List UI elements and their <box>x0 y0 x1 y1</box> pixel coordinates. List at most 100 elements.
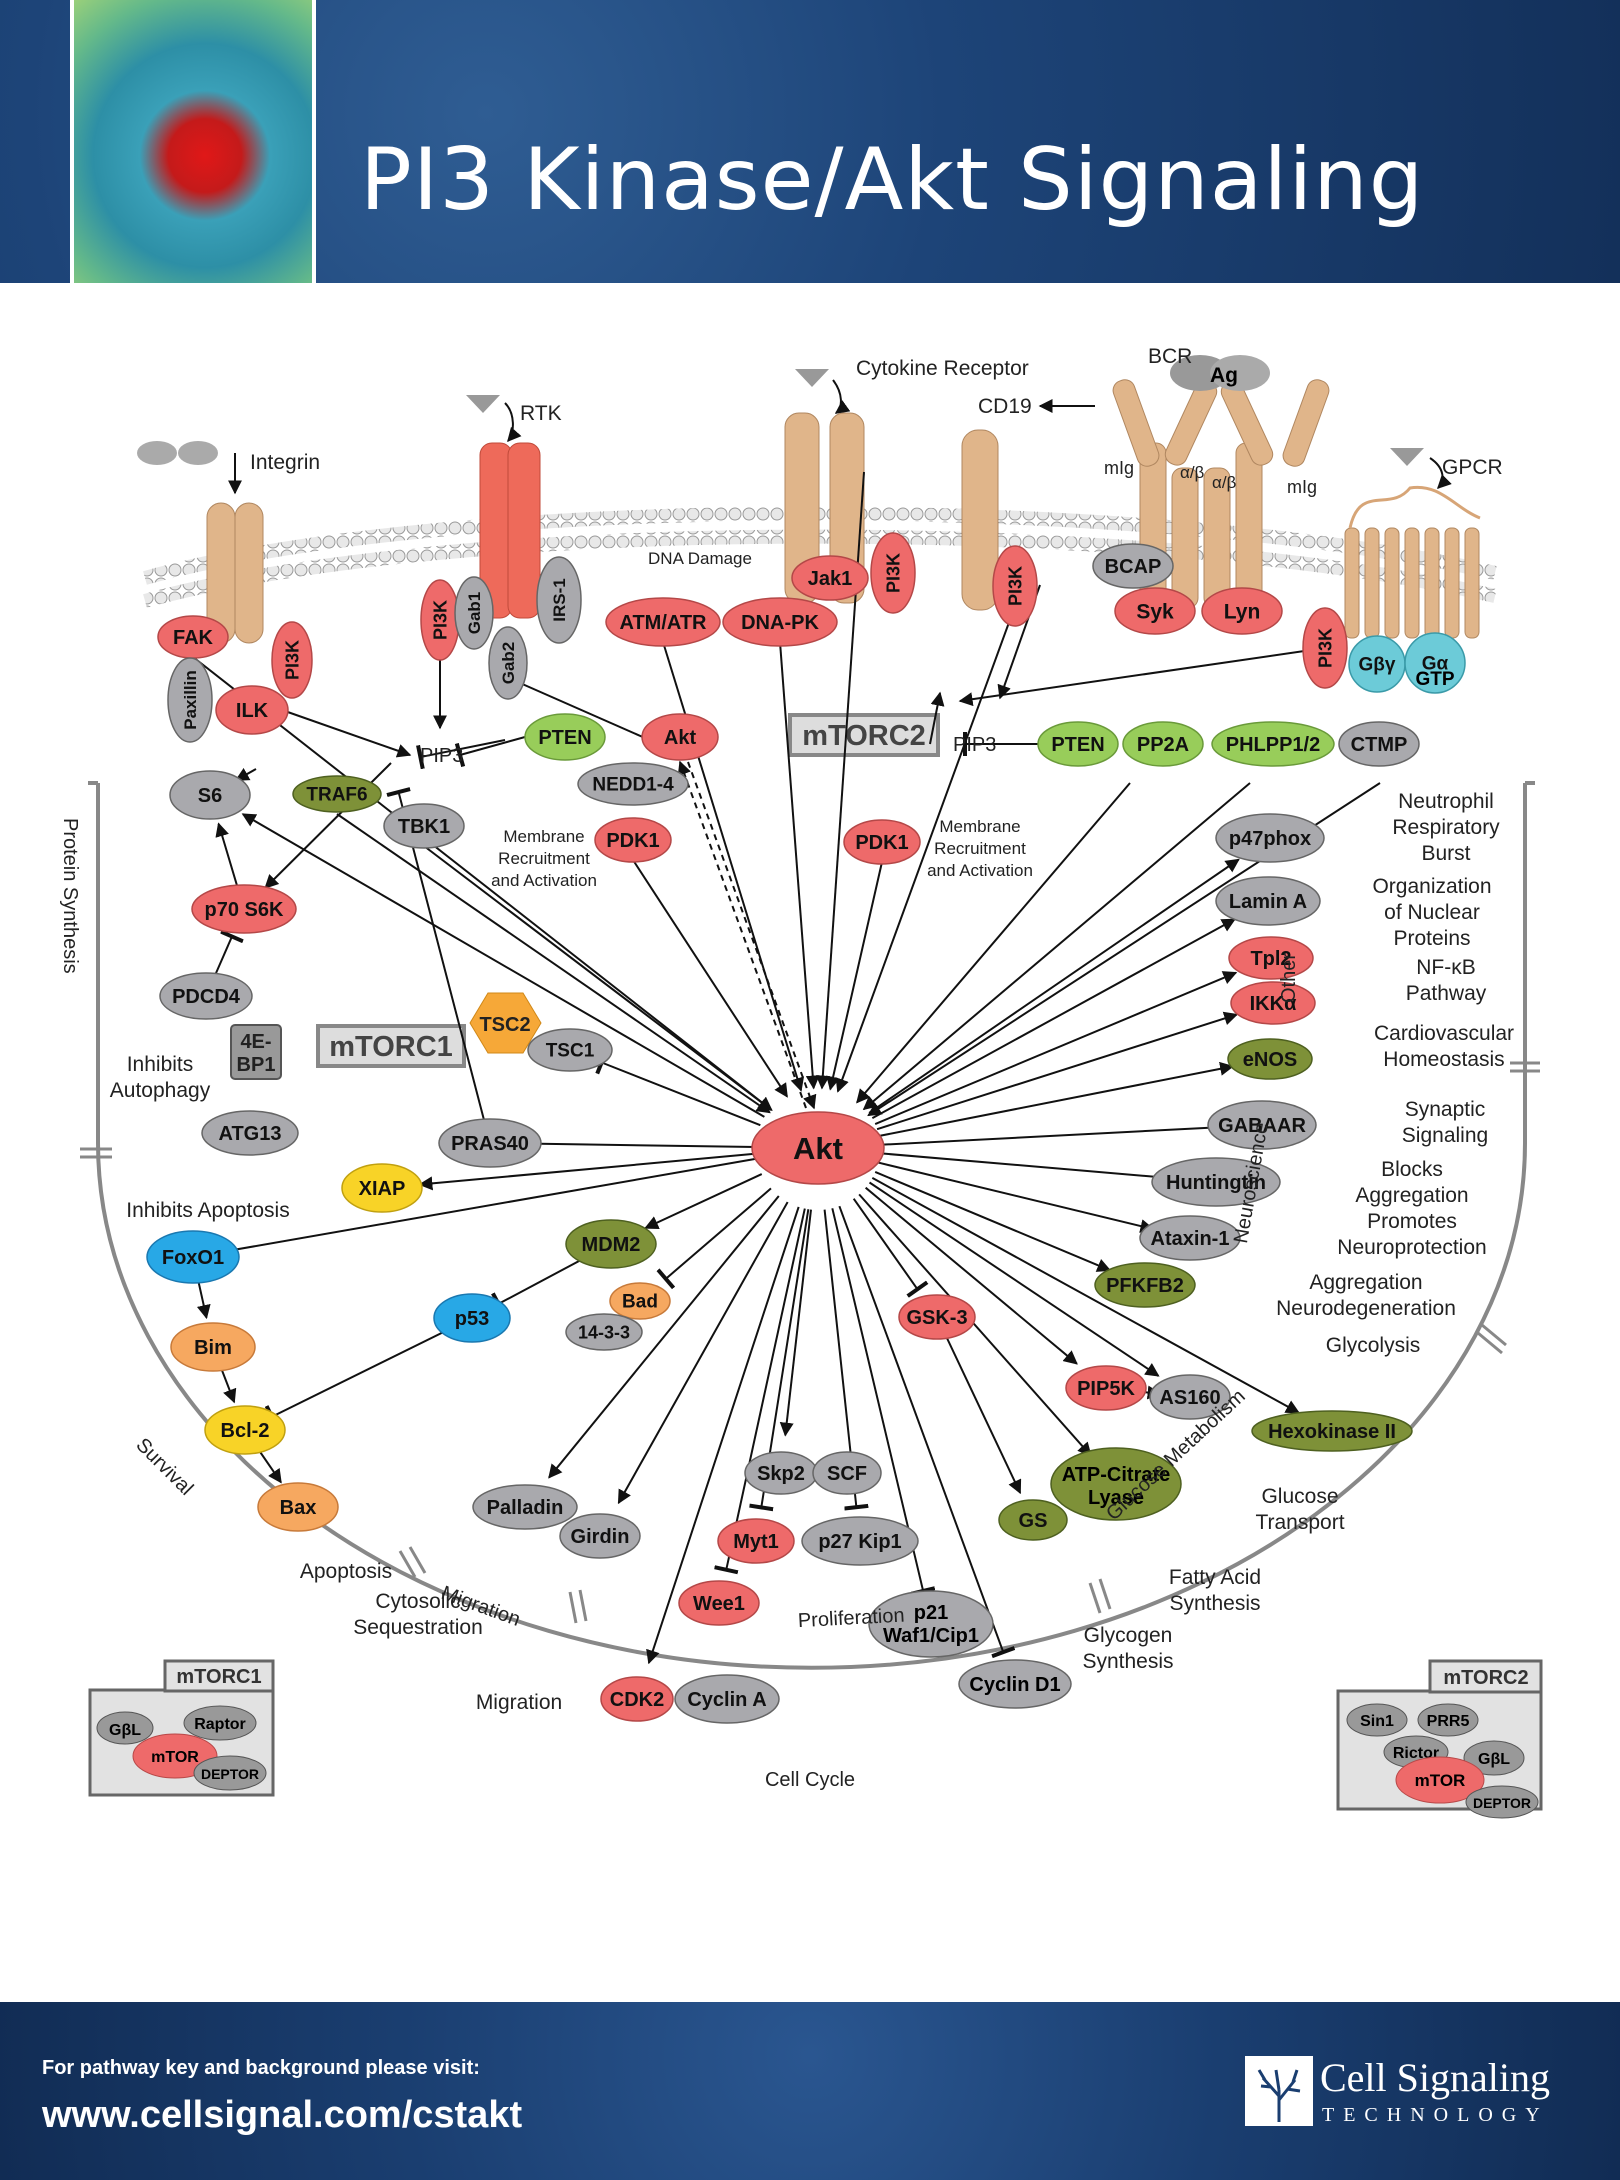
svg-text:Proteins: Proteins <box>1393 927 1470 950</box>
node-gab1: Gab1 <box>454 576 494 650</box>
node-tpl2: Tpl2 <box>1228 936 1314 980</box>
svg-text:Signaling: Signaling <box>1402 1124 1488 1147</box>
cd19-receptor: CD19 <box>961 395 1032 611</box>
svg-text:Raptor: Raptor <box>194 1716 246 1733</box>
node-gabaar: GABAAR <box>1207 1100 1317 1150</box>
node-irs1: IRS-1 <box>536 556 582 644</box>
nfkb-pathway-label: NF-κB Pathway <box>1406 956 1487 1005</box>
category-survival: Survival <box>131 1434 197 1500</box>
node-girdin: Girdin <box>559 1513 641 1559</box>
svg-text:GS: GS <box>1019 1510 1048 1532</box>
node-bcap: BCAP <box>1092 543 1174 589</box>
svg-text:Inhibits: Inhibits <box>127 1053 194 1076</box>
svg-text:of Nuclear: of Nuclear <box>1384 901 1480 924</box>
node-fak: FAK <box>157 615 229 659</box>
node-p47phox: p47phox <box>1215 813 1325 863</box>
svg-text:FoxO1: FoxO1 <box>162 1247 224 1269</box>
svg-text:Cell Cycle: Cell Cycle <box>765 1769 855 1791</box>
bcr-label: BCR <box>1148 345 1192 368</box>
category-other: Other <box>1278 953 1300 1003</box>
node-phlpp: PHLPP1/2 <box>1211 721 1335 767</box>
node-foxo1: FoxO1 <box>146 1230 240 1284</box>
node-p70s6k: p70 S6K <box>191 884 297 934</box>
svg-text:p47phox: p47phox <box>1229 828 1311 850</box>
node-gab2: Gab2 <box>488 626 528 700</box>
svg-text:Bax: Bax <box>280 1497 317 1519</box>
page-title: PI3 Kinase/Akt Signaling <box>360 130 1425 230</box>
svg-text:Synaptic: Synaptic <box>1405 1098 1486 1121</box>
node-hexokinase: Hexokinase II <box>1251 1410 1413 1452</box>
svg-text:Burst: Burst <box>1421 842 1470 865</box>
node-cdk2: CDK2 <box>600 1676 674 1722</box>
node-dna-pk: DNA-PK <box>722 597 838 647</box>
svg-text:Aggregation: Aggregation <box>1355 1184 1468 1207</box>
svg-text:GβL: GβL <box>1478 1751 1510 1768</box>
svg-text:Gab1: Gab1 <box>465 592 484 635</box>
node-ctmp: CTMP <box>1338 721 1420 767</box>
inhibits-apoptosis-label: Inhibits Apoptosis <box>126 1199 289 1222</box>
node-syk: Syk <box>1114 587 1196 635</box>
node-p1433: 14-3-3 <box>565 1313 643 1351</box>
alpha-beta-right-label: α/β <box>1212 473 1237 492</box>
svg-text:ATG13: ATG13 <box>219 1123 282 1145</box>
cell-micrograph-image <box>70 0 316 283</box>
svg-text:Pathway: Pathway <box>1406 982 1487 1005</box>
svg-text:Organization: Organization <box>1372 875 1491 898</box>
svg-text:Inhibits Apoptosis: Inhibits Apoptosis <box>126 1199 289 1222</box>
node-pdk1-right: PDK1 <box>843 819 921 865</box>
alpha-beta-left-label: α/β <box>1180 463 1205 482</box>
svg-text:Glucose: Glucose <box>1261 1485 1338 1508</box>
svg-text:Recruitment: Recruitment <box>934 839 1026 858</box>
svg-text:S6: S6 <box>198 785 222 807</box>
svg-text:p70 S6K: p70 S6K <box>205 899 284 921</box>
svg-text:PFKFB2: PFKFB2 <box>1106 1275 1184 1297</box>
svg-text:PI3K: PI3K <box>430 600 450 640</box>
svg-text:mTOR: mTOR <box>1415 1771 1466 1790</box>
svg-text:Cyclin A: Cyclin A <box>687 1689 766 1711</box>
svg-text:DEPTOR: DEPTOR <box>1473 1795 1531 1811</box>
svg-text:mTOR: mTOR <box>151 1749 199 1766</box>
svg-text:IKKα: IKKα <box>1250 993 1297 1015</box>
node-nedd: NEDD1-4 <box>577 762 689 806</box>
svg-text:4E-: 4E- <box>240 1031 271 1053</box>
node-bim: Bim <box>170 1322 256 1372</box>
svg-text:PDCD4: PDCD4 <box>172 986 241 1008</box>
svg-text:MDM2: MDM2 <box>582 1234 641 1256</box>
node-tbk1: TBK1 <box>383 803 465 849</box>
svg-text:Lamin A: Lamin A <box>1229 891 1307 913</box>
svg-text:IRS-1: IRS-1 <box>550 578 569 621</box>
svg-text:Bim: Bim <box>194 1337 232 1359</box>
svg-text:Recruitment: Recruitment <box>498 849 590 868</box>
svg-text:AS160: AS160 <box>1159 1387 1220 1409</box>
svg-text:Promotes: Promotes <box>1367 1210 1457 1233</box>
svg-text:Sequestration: Sequestration <box>353 1616 483 1639</box>
glycolysis-label: Glycolysis <box>1326 1334 1421 1357</box>
footer-url-link[interactable]: www.cellsignal.com/cstakt <box>42 2094 523 2136</box>
category-protein-synthesis: Protein Synthesis <box>59 818 81 974</box>
rtk-receptor: RTK <box>466 395 562 619</box>
node-xiap: XIAP <box>341 1163 423 1213</box>
integrin-label: Integrin <box>250 451 320 474</box>
node-mdm2: MDM2 <box>565 1219 657 1269</box>
node-pras40: PRAS40 <box>438 1118 542 1168</box>
node-bad: Bad <box>609 1282 671 1320</box>
node-ga: Gα <box>1404 632 1466 694</box>
ag-label: Ag <box>1210 364 1238 387</box>
svg-text:Gβγ: Gβγ <box>1359 655 1396 676</box>
node-cyclina: Cyclin A <box>674 1674 780 1724</box>
mig-left-label: mIg <box>1104 458 1134 478</box>
svg-text:eNOS: eNOS <box>1243 1049 1297 1071</box>
svg-text:NF-κB: NF-κB <box>1416 956 1476 979</box>
svg-text:Fatty Acid: Fatty Acid <box>1169 1566 1261 1589</box>
svg-text:Respiratory: Respiratory <box>1392 816 1500 839</box>
